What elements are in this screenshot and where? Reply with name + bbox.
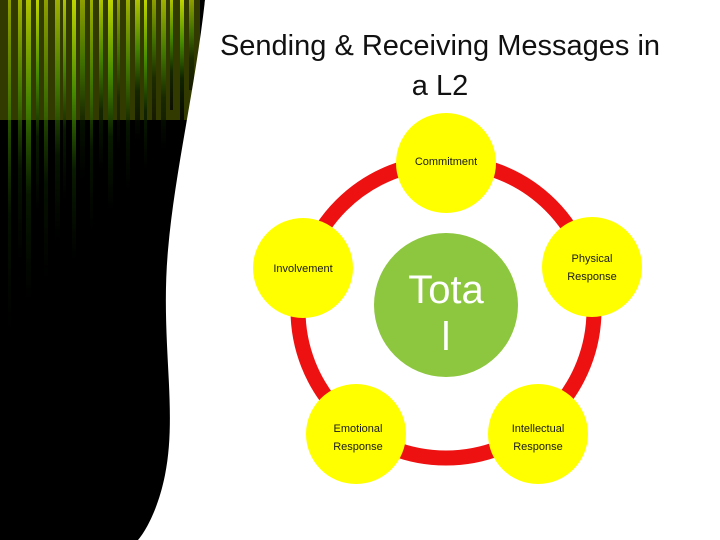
center-label-line-1: Tota [408, 268, 484, 312]
node-label-emotional-line-1: Emotional [334, 423, 383, 435]
curtain-stripe [99, 0, 103, 170]
curtain-stripe [63, 0, 66, 200]
center-circle [374, 233, 518, 377]
curtain-stripe [180, 0, 184, 120]
curtain-stripe [90, 0, 93, 230]
curtain-stripe [170, 0, 173, 110]
curtain-stripe [117, 0, 120, 150]
curtain-stripe [80, 0, 85, 180]
curtain-stripe [8, 0, 11, 330]
node-circle-involvement [253, 218, 353, 318]
node-label-involvement: Involvement [273, 263, 332, 275]
curtain-stripe [144, 0, 147, 170]
node-circle-physical [542, 217, 642, 317]
node-label-physical-line-2: Response [567, 271, 617, 283]
node-circle-emotional [306, 384, 406, 484]
curtain-stripe [55, 0, 60, 240]
node-commitment: Commitment [396, 113, 496, 213]
node-label-intellectual-line-1: Intellectual [512, 423, 565, 435]
curtain-stripe [126, 0, 130, 190]
curtain-stripe [161, 0, 166, 150]
curtain-stripe [108, 0, 113, 210]
node-label-physical-line-1: Physical [572, 253, 613, 265]
node-label-emotional-line-2: Response [333, 441, 383, 453]
curtain-stripes [0, 0, 200, 330]
node-circle-intellectual [488, 384, 588, 484]
curtain-stripe [152, 0, 156, 120]
title-line-2: a L2 [411, 70, 469, 102]
curtain-stripe [189, 0, 194, 90]
node-label-commitment: Commitment [415, 156, 477, 168]
node-label-intellectual-line-2: Response [513, 441, 563, 453]
curtain-stripe [18, 0, 22, 260]
node-intellectual-response: Intellectual Response [488, 384, 588, 484]
curtain-white-curve [138, 0, 222, 540]
title-line-1: Sending & Receiving Messages in [219, 30, 661, 62]
curtain-stripe [72, 0, 76, 260]
curtain-stripe [26, 0, 31, 300]
node-involvement: Involvement [253, 218, 353, 318]
curtain-base [0, 0, 205, 540]
slide-title: Sending & Receiving Messages in a L2 [190, 26, 690, 106]
node-emotional-response: Emotional Response [306, 384, 406, 484]
curtain-stripe [36, 0, 39, 210]
curtain-stripe [44, 0, 48, 280]
node-circle-commitment [396, 113, 496, 213]
node-physical-response: Physical Response [542, 217, 642, 317]
center-label-line-2: l [442, 315, 451, 359]
curtain-stripe [135, 0, 140, 140]
